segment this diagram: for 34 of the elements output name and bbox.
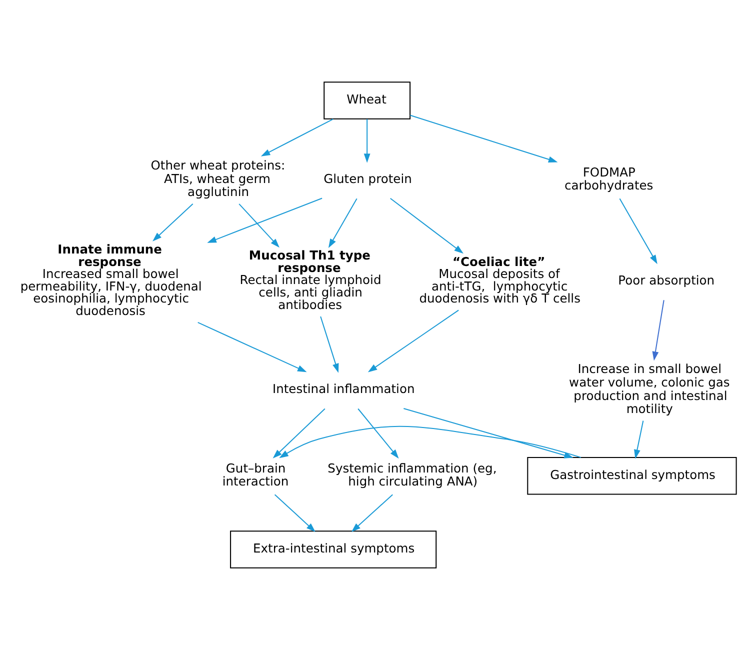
arrow [272,408,326,458]
arrow [358,408,399,458]
arrow [207,197,322,242]
arrow [410,114,558,162]
node-text: FODMAP carbohydrates [564,164,654,192]
arrow [652,300,664,360]
arrow [328,198,358,248]
node-box: Wheat [324,81,411,119]
node-text: Increase in small bowel water volume, colonic gas production and intestinal motility [569,362,730,416]
node-box: Gastrointestinal symptoms [527,456,737,494]
arrow [390,197,464,254]
arrow [152,203,194,241]
node-text: Gut–brain interaction [222,460,289,488]
node-text: Systemic inflammation (eg, high circulating ANA) [328,460,497,488]
arrow [364,118,370,162]
arrow [274,494,316,532]
arrow [404,407,574,458]
arrow [351,494,393,532]
arrow [279,425,582,458]
arrow [260,118,334,156]
node-text: Other wheat proteins: ATIs, wheat germ agglutinin [150,158,286,199]
arrow [238,203,280,248]
node-text: Innate immune response Increased small bowel permeability, IFN-γ, duodenal eosinophilia, lymphocytic duodenosis [20,242,202,318]
node-text: Mucosal Th1 type response Rectal innate lymphoid cells, anti gliadin antibodies [240,248,382,312]
arrow [198,322,307,372]
arrow [619,198,658,264]
arrow [368,309,459,372]
arrow [320,316,339,372]
node-text: Gluten protein [324,171,412,186]
node-text: “Coeliac lite” Mucosal deposits of anti-tTG, lymphocytic duodenosis with γδ T cells [419,254,580,306]
node-text: Intestinal inflammation [272,382,415,396]
node-box: Extra-intestinal symptoms [230,530,437,568]
node-text: Poor absorption [618,273,715,288]
arrow [634,420,644,458]
